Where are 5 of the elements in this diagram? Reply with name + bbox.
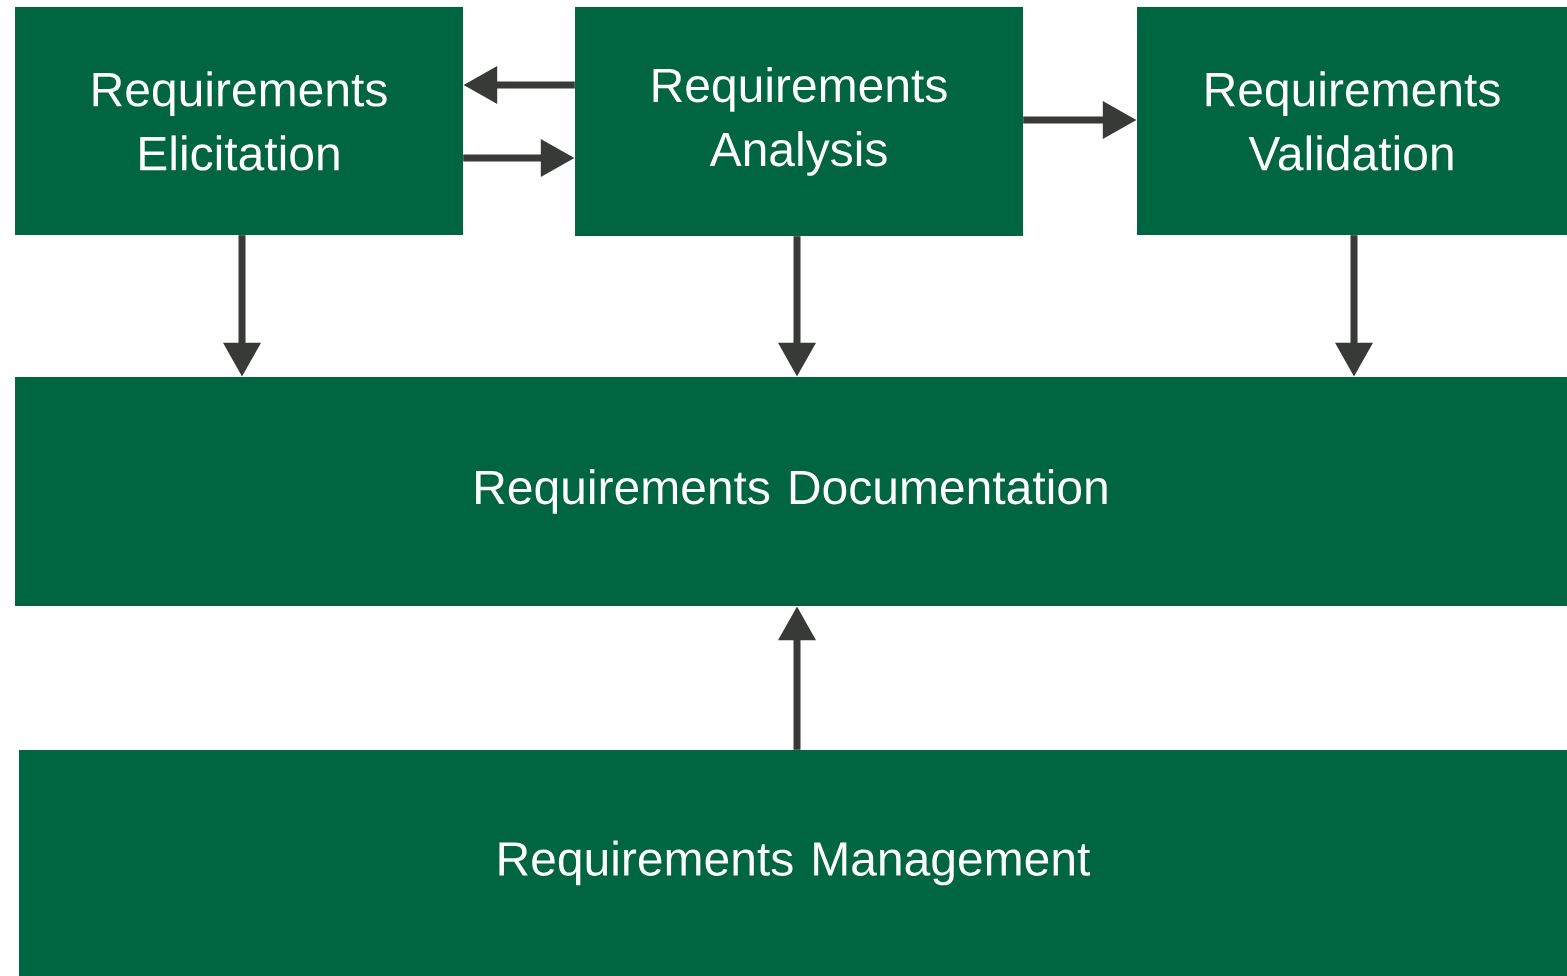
process-box: Requirements Documentation: [15, 377, 1567, 606]
process-box: Requirements Analysis: [575, 7, 1023, 236]
process-box: Requirements Validation: [1137, 7, 1567, 235]
process-box: Requirements Management: [19, 750, 1567, 976]
process-box: Requirements Elicitation: [15, 7, 463, 235]
